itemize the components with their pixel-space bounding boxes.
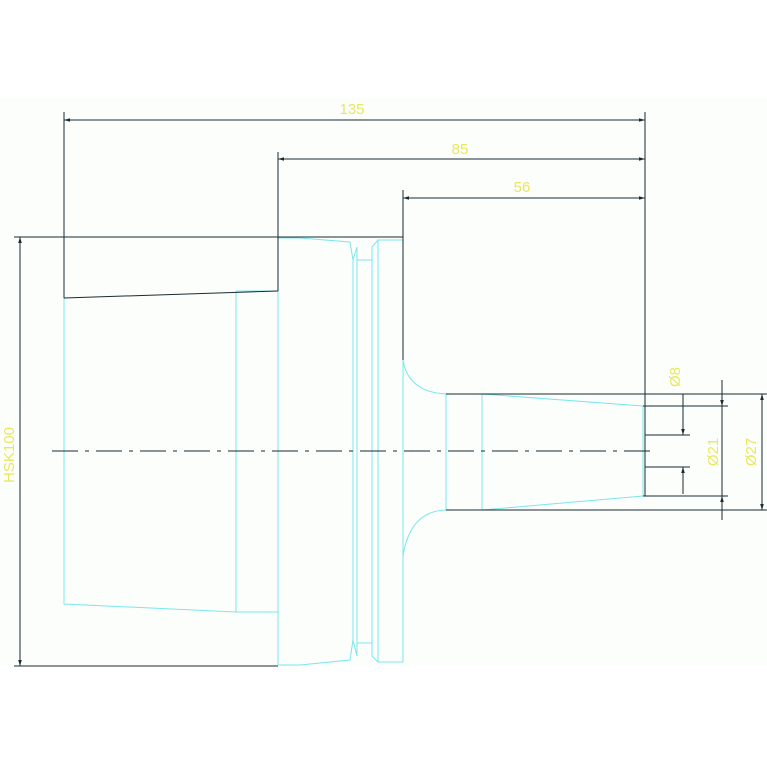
neck-fillet-top [402, 359, 447, 395]
dim-label-56: 56 [514, 179, 531, 196]
taper-bottom [481, 495, 644, 511]
dim-label-135: 135 [339, 101, 364, 118]
taper-top [481, 393, 644, 407]
dimension-labels: 135 85 56 HSK100 Ø8 Ø21 Ø27 [1, 101, 760, 483]
dim-label-d21: Ø21 [705, 438, 722, 466]
dim-label-d8: Ø8 [667, 367, 684, 387]
dimension-lines [14, 112, 767, 667]
hsk-top-edge [63, 290, 279, 299]
drawing-area [0, 98, 767, 666]
dim-label-hsk: HSK100 [1, 427, 18, 483]
dim-label-d27: Ø27 [743, 438, 760, 466]
flange-body [278, 237, 354, 666]
dim-label-85: 85 [452, 141, 469, 158]
flange-chamfer [352, 246, 358, 657]
neck-fillet-bottom [402, 509, 447, 557]
